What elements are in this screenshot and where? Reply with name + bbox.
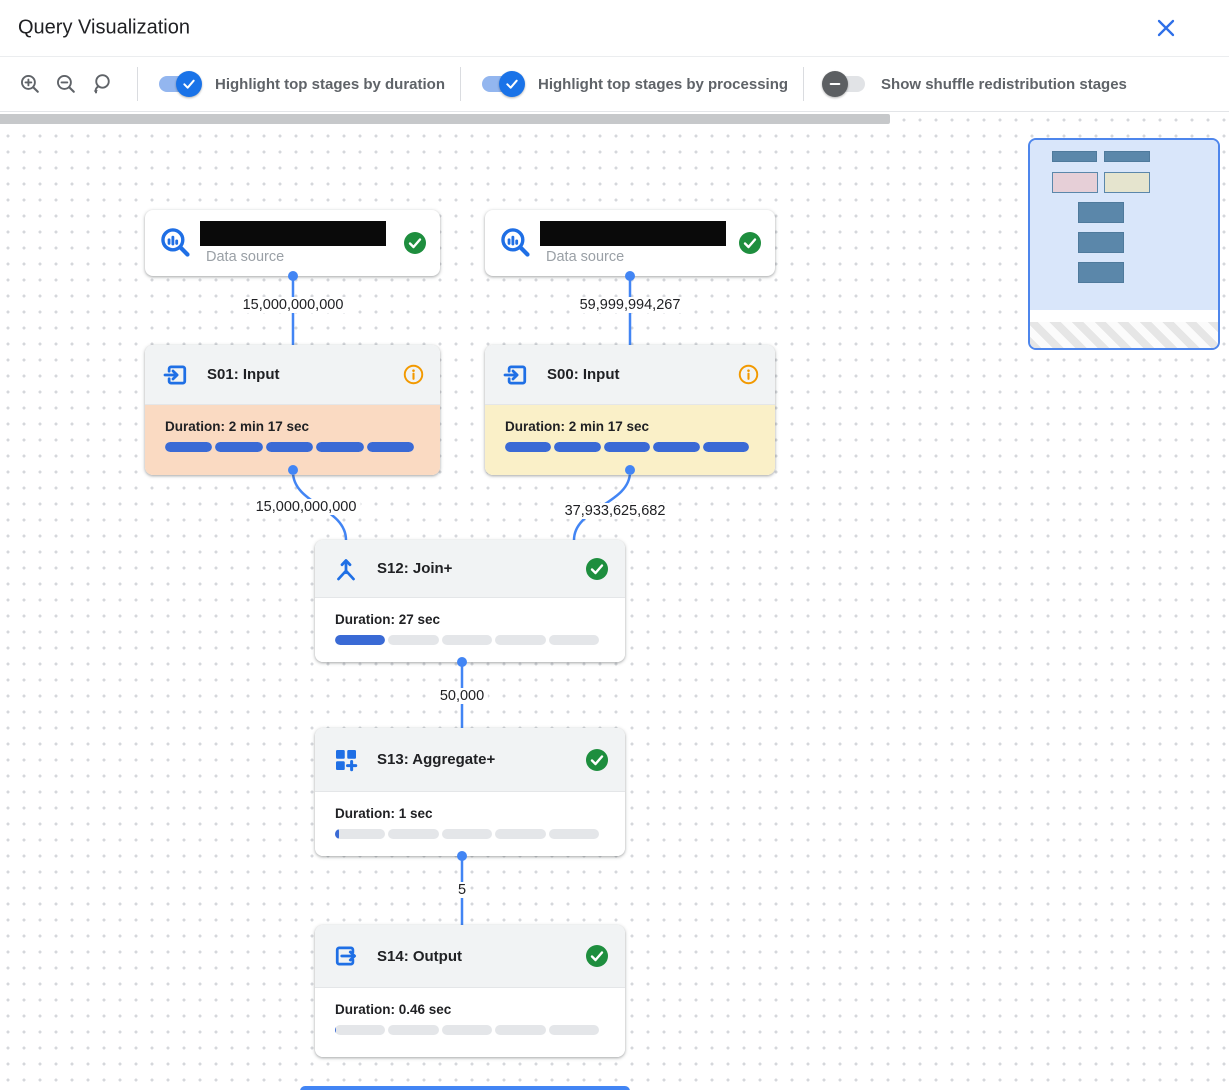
highlight-processing-toggle[interactable] bbox=[482, 71, 525, 97]
edge-row-count-label: 15,000,000,000 bbox=[251, 499, 361, 515]
stage-title: S12: Join+ bbox=[377, 560, 453, 577]
toggle-label-processing: Highlight top stages by processing bbox=[538, 75, 789, 93]
zoom-out-button[interactable] bbox=[50, 68, 82, 100]
redacted-table-name bbox=[200, 221, 386, 246]
stage-body: Duration: 1 sec bbox=[315, 792, 625, 856]
node-data-source-1[interactable]: Data source bbox=[145, 210, 440, 276]
node-data-source-2[interactable]: Data source bbox=[485, 210, 775, 276]
minimap-node-highlight-processing bbox=[1104, 172, 1150, 193]
stage-body: Duration: 2 min 17 sec bbox=[485, 405, 775, 475]
partial-next-stage-card bbox=[300, 1086, 630, 1090]
stage-header: S13: Aggregate+ bbox=[315, 728, 625, 792]
duration-label: Duration: 2 min 17 sec bbox=[165, 419, 310, 434]
success-icon bbox=[585, 557, 609, 581]
page-title: Query Visualization bbox=[18, 16, 190, 39]
edge-row-count-label: 59,999,994,267 bbox=[575, 297, 685, 313]
edge-row-count-label: 37,933,625,682 bbox=[560, 503, 670, 519]
stage-header: S01: Input bbox=[145, 345, 440, 405]
duration-label: Duration: 2 min 17 sec bbox=[505, 419, 650, 434]
zoom-out-icon bbox=[56, 74, 75, 93]
horizontal-scrollbar[interactable] bbox=[0, 114, 890, 124]
minimap-node bbox=[1078, 202, 1124, 223]
info-icon[interactable] bbox=[738, 364, 759, 385]
success-icon bbox=[585, 748, 609, 772]
data-source-type-label: Data source bbox=[206, 249, 285, 265]
close-icon bbox=[1157, 19, 1175, 37]
data-source-type-label: Data source bbox=[546, 249, 625, 265]
stage-body: Duration: 0.46 sec bbox=[315, 988, 625, 1057]
zoom-reset-button[interactable] bbox=[86, 68, 118, 100]
input-icon bbox=[163, 365, 187, 384]
minimap-node bbox=[1078, 262, 1124, 283]
duration-progress-bar bbox=[505, 442, 750, 452]
show-shuffle-toggle[interactable] bbox=[822, 71, 866, 97]
stage-title: S01: Input bbox=[207, 366, 280, 383]
duration-progress-bar bbox=[335, 635, 600, 645]
minimap-viewport bbox=[1030, 140, 1218, 310]
aggregate-icon bbox=[336, 749, 358, 771]
bigquery-table-icon bbox=[161, 228, 190, 257]
toolbar-divider bbox=[803, 67, 805, 101]
stage-title: S00: Input bbox=[547, 366, 620, 383]
minimap-out-of-bounds bbox=[1030, 322, 1218, 348]
minimap-node bbox=[1104, 151, 1150, 162]
toggle-knob bbox=[822, 71, 849, 97]
edge-row-count-label: 50,000 bbox=[435, 688, 489, 704]
node-stage-s01[interactable]: S01: Input Duration: 2 m bbox=[145, 345, 440, 475]
close-button[interactable] bbox=[1146, 8, 1186, 48]
input-icon bbox=[503, 365, 527, 384]
node-stage-s13[interactable]: S13: Aggregate+ Duration bbox=[315, 728, 625, 856]
stage-header: S14: Output bbox=[315, 925, 625, 988]
minimap-node bbox=[1078, 232, 1124, 253]
dialog-header: Query Visualization bbox=[0, 0, 1229, 57]
zoom-in-icon bbox=[20, 74, 39, 93]
bigquery-table-icon bbox=[501, 228, 530, 257]
toggle-group-processing: Highlight top stages by processing bbox=[476, 71, 789, 97]
edge-row-count-label: 5 bbox=[453, 882, 471, 898]
minimap[interactable] bbox=[1028, 138, 1220, 350]
toggle-label-duration: Highlight top stages by duration bbox=[215, 75, 445, 93]
graph-canvas[interactable]: Data source Data source bbox=[0, 112, 1229, 1090]
output-icon bbox=[335, 946, 356, 966]
redacted-table-name bbox=[540, 221, 726, 246]
minimap-node bbox=[1052, 151, 1097, 162]
toggle-group-shuffle: Show shuffle redistribution stages bbox=[819, 71, 1127, 97]
duration-label: Duration: 1 sec bbox=[335, 806, 433, 821]
minus-icon bbox=[829, 83, 841, 85]
toolbar-divider bbox=[137, 67, 138, 101]
toolbar-divider bbox=[460, 67, 461, 101]
toolbar: Highlight top stages by duration Highlig… bbox=[0, 57, 1229, 112]
success-icon bbox=[403, 231, 427, 255]
success-icon bbox=[585, 944, 609, 968]
info-icon[interactable] bbox=[403, 364, 424, 385]
stage-body: Duration: 2 min 17 sec bbox=[145, 405, 440, 475]
duration-progress-bar bbox=[335, 829, 600, 839]
stage-title: S13: Aggregate+ bbox=[377, 751, 496, 768]
toggle-group-duration: Highlight top stages by duration bbox=[153, 71, 445, 97]
join-icon bbox=[337, 558, 355, 580]
toggle-label-shuffle: Show shuffle redistribution stages bbox=[881, 75, 1127, 93]
check-icon bbox=[506, 79, 518, 89]
stage-header: S12: Join+ bbox=[315, 540, 625, 598]
duration-progress-bar bbox=[165, 442, 415, 452]
minimap-node-highlight-duration bbox=[1052, 172, 1098, 193]
stage-header: S00: Input bbox=[485, 345, 775, 405]
duration-progress-bar bbox=[335, 1025, 600, 1035]
toggle-knob bbox=[176, 71, 202, 97]
highlight-duration-toggle[interactable] bbox=[159, 71, 202, 97]
duration-label: Duration: 0.46 sec bbox=[335, 1002, 452, 1017]
check-icon bbox=[183, 79, 195, 89]
node-stage-s14[interactable]: S14: Output Duration: 0. bbox=[315, 925, 625, 1057]
toggle-knob bbox=[499, 71, 525, 97]
node-stage-s12[interactable]: S12: Join+ Duration: 27 bbox=[315, 540, 625, 662]
zoom-in-button[interactable] bbox=[14, 68, 46, 100]
duration-label: Duration: 27 sec bbox=[335, 612, 441, 627]
stage-title: S14: Output bbox=[377, 947, 462, 965]
success-icon bbox=[738, 231, 762, 255]
stage-body: Duration: 27 sec bbox=[315, 598, 625, 662]
node-stage-s00[interactable]: S00: Input Duration: 2 m bbox=[485, 345, 775, 475]
edge-row-count-label: 15,000,000,000 bbox=[238, 297, 348, 313]
zoom-reset-icon bbox=[93, 73, 110, 93]
